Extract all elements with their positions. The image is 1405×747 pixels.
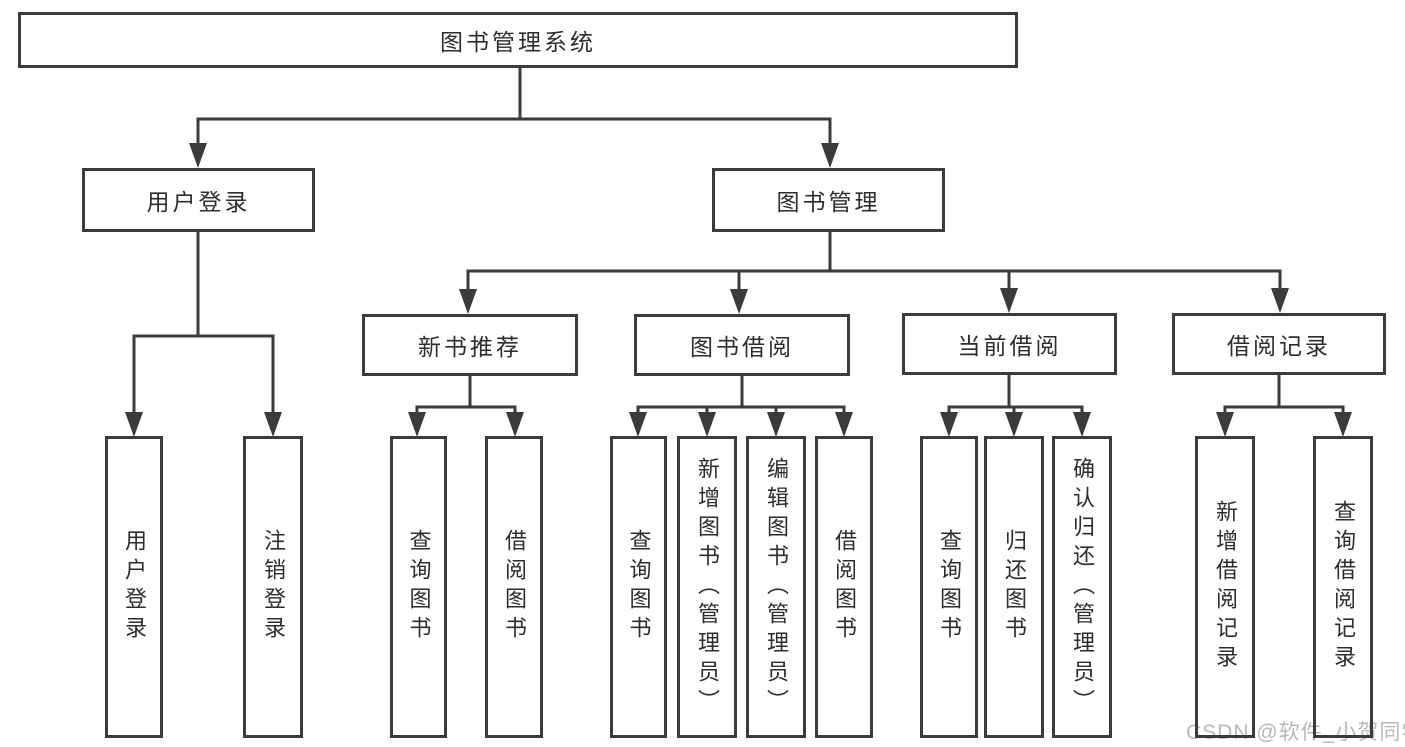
leaf-label: 查询图书 — [406, 529, 432, 645]
arrow-down-icon — [835, 412, 853, 437]
csdn-watermark: CSDN @软件_小贺同学 — [1186, 721, 1405, 744]
edge-bookmgmt-to-modules — [466, 232, 1282, 294]
arrow-down-icon — [125, 412, 143, 437]
node-book-borrowing: 图书借阅 — [634, 314, 850, 376]
arrow-down-icon — [1271, 288, 1289, 313]
leaf-confirm-return-admin: 确认归还（管理员） — [1052, 436, 1112, 738]
leaf-logout: 注销登录 — [243, 436, 303, 738]
arrow-down-icon — [940, 412, 958, 437]
node-book-management: 图书管理 — [712, 168, 945, 232]
leaf-label: 归还图书 — [1002, 529, 1027, 645]
arrow-down-icon — [1216, 412, 1234, 437]
arrow-down-icon — [730, 289, 748, 314]
leaf-label: 查询图书 — [626, 529, 652, 645]
node-borrowing-records: 借阅记录 — [1172, 313, 1386, 375]
edge-records-to-leaves — [1223, 375, 1345, 417]
node-library-system: 图书管理系统 — [18, 12, 1018, 68]
arrow-down-icon — [189, 143, 207, 168]
arrow-down-icon — [698, 412, 716, 437]
arrow-down-icon — [629, 412, 647, 437]
leaf-query-borrow-record: 查询借阅记录 — [1313, 436, 1373, 738]
node-user-login: 用户登录 — [82, 168, 315, 232]
arrow-down-icon — [459, 289, 477, 314]
edge-current-to-leaves — [947, 375, 1084, 417]
leaf-label: 借阅图书 — [832, 529, 857, 645]
leaf-label: 注销登录 — [261, 529, 286, 645]
leaf-query-books-recommend: 查询图书 — [390, 436, 447, 738]
leaf-label: 编辑图书（管理员） — [764, 456, 789, 718]
arrow-down-icon — [821, 143, 839, 168]
leaf-borrow-books-recommend: 借阅图书 — [485, 436, 543, 738]
arrow-down-icon — [408, 412, 426, 437]
leaf-query-books-borrowing: 查询图书 — [610, 436, 667, 738]
leaf-label: 借阅图书 — [502, 529, 527, 645]
leaf-add-books-admin: 新增图书（管理员） — [677, 436, 737, 738]
leaf-label: 新增图书（管理员） — [695, 456, 720, 718]
arrow-down-icon — [1073, 412, 1091, 437]
leaf-borrow-books: 借阅图书 — [815, 436, 873, 738]
edge-borrowing-to-leaves — [636, 376, 846, 417]
edge-userlogin-to-leaves — [132, 232, 275, 417]
arrow-down-icon — [1000, 288, 1018, 313]
edge-root-to-level1 — [196, 67, 832, 148]
node-current-borrowing: 当前借阅 — [902, 313, 1117, 375]
edge-newbooks-to-leaves — [415, 376, 517, 417]
arrow-down-icon — [264, 412, 282, 437]
leaf-label: 新增借阅记录 — [1213, 500, 1238, 674]
arrowheads — [125, 143, 1352, 437]
arrow-down-icon — [1005, 412, 1023, 437]
leaf-label: 查询图书 — [937, 529, 962, 645]
arrow-down-icon — [767, 412, 785, 437]
leaf-edit-books-admin: 编辑图书（管理员） — [746, 436, 806, 738]
leaf-user-login: 用户登录 — [105, 436, 163, 738]
leaf-return-books: 归还图书 — [984, 436, 1044, 738]
leaf-label: 确认归还（管理员） — [1070, 456, 1095, 718]
leaf-label: 查询借阅记录 — [1331, 500, 1356, 674]
leaf-add-borrow-record: 新增借阅记录 — [1195, 436, 1255, 738]
node-new-book-recommend: 新书推荐 — [362, 314, 578, 376]
arrow-down-icon — [506, 412, 524, 437]
leaf-query-books-current: 查询图书 — [920, 436, 978, 738]
arrow-down-icon — [1334, 412, 1352, 437]
leaf-label: 用户登录 — [122, 529, 147, 645]
